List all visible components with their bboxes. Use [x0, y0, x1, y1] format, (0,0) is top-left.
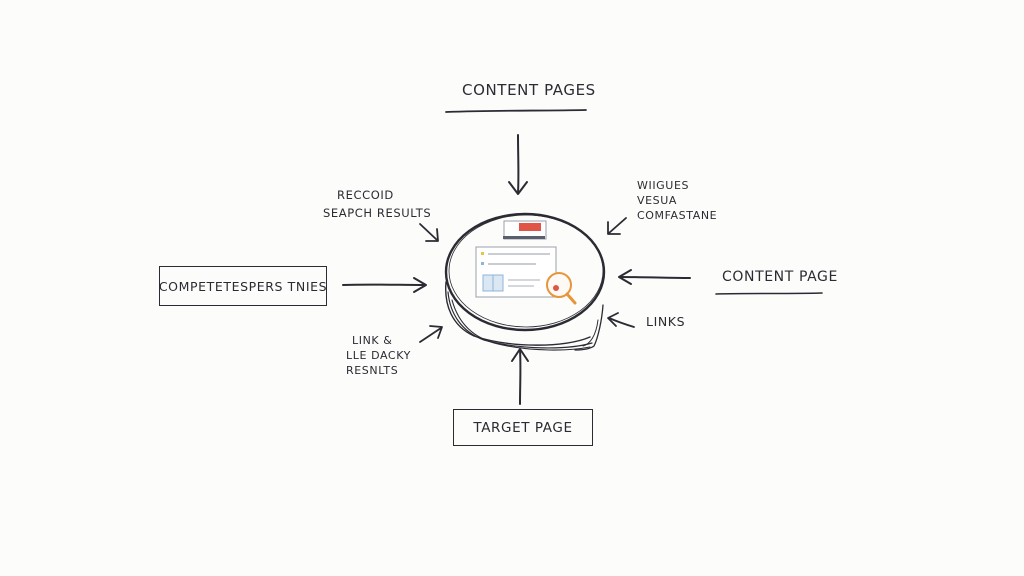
annotation-upper-left-line-1: Reccoid — [337, 188, 394, 202]
annotation-upper-right-line-1: Wiigues — [637, 179, 690, 192]
top-node-underline — [445, 109, 587, 113]
links-label: Links — [646, 314, 686, 329]
annotation-lower-right: Links — [646, 314, 686, 329]
annotation-upper-left: Reccoid Seapch Results — [323, 188, 432, 220]
content-pages-label: Content Pages — [462, 81, 596, 99]
annotation-lower-left-line-1: Link & — [352, 334, 393, 347]
arrow-lower-right — [607, 312, 635, 328]
search-results-magnifier-icon — [475, 220, 577, 305]
competitors-label: Competetespers Tnies — [158, 278, 328, 294]
arrow-bottom-to-center — [511, 348, 529, 405]
annotation-lower-left: Link & Lle Dacky Resnlts — [346, 335, 411, 376]
content-page-node: Content Page — [722, 270, 838, 284]
arrow-left-to-center — [342, 277, 427, 293]
annotation-upper-right: Wiigues Vesua Comfastane — [637, 180, 717, 221]
annotation-lower-left-line-3: Resnlts — [346, 364, 399, 377]
arrow-lower-left — [419, 325, 443, 343]
content-pages-node: Content Pages — [462, 83, 596, 98]
annotation-upper-left-line-2: Seapch Results — [323, 205, 432, 220]
arrow-upper-left — [419, 223, 439, 242]
content-page-label: Content Page — [722, 269, 838, 285]
target-page-label: Target Page — [473, 419, 573, 436]
arrow-top-to-center — [508, 134, 528, 195]
annotation-upper-right-line-2: Vesua — [637, 194, 678, 207]
database-cylinder-icon — [444, 212, 606, 351]
competitors-node: Competetespers Tnies — [159, 266, 327, 306]
arrow-right-to-center — [618, 269, 691, 285]
annotation-lower-left-line-2: Lle Dacky — [346, 349, 411, 362]
annotation-upper-right-line-3: Comfastane — [637, 209, 718, 222]
right-node-underline — [715, 292, 823, 295]
arrow-upper-right — [607, 217, 627, 235]
target-page-node: Target Page — [453, 409, 593, 446]
